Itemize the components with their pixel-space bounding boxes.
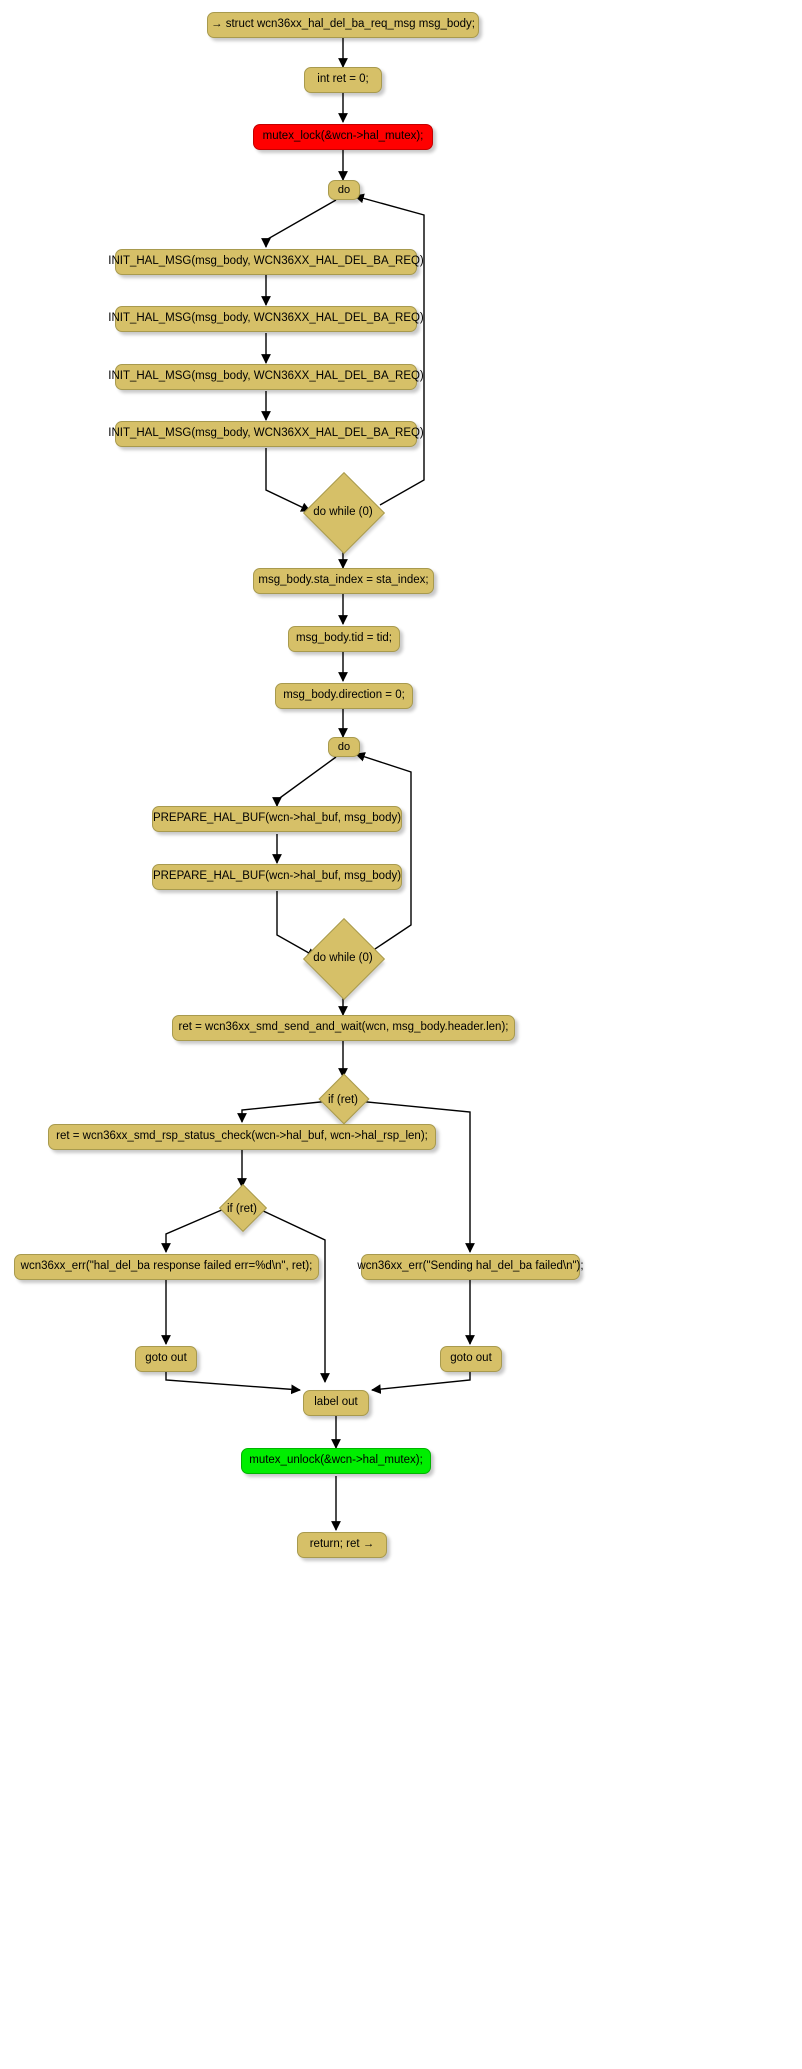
node-label: ret = wcn36xx_smd_send_and_wait(wcn, msg… [178, 1021, 509, 1034]
node-err-response-failed[interactable]: wcn36xx_err("hal_del_ba response failed … [14, 1254, 319, 1280]
node-if-ret-2[interactable]: if (ret) [207, 1183, 277, 1233]
node-smd-send-and-wait[interactable]: ret = wcn36xx_smd_send_and_wait(wcn, msg… [172, 1015, 515, 1041]
node-assign-sta-index[interactable]: msg_body.sta_index = sta_index; [253, 568, 434, 594]
node-goto-out-right[interactable]: goto out [440, 1346, 502, 1372]
node-label: return; ret → [309, 1538, 375, 1551]
node-init-hal-msg-1[interactable]: INIT_HAL_MSG(msg_body, WCN36XX_HAL_DEL_B… [108, 249, 424, 275]
node-label: int ret = 0; [317, 73, 369, 86]
node-do-1[interactable]: do [328, 180, 360, 200]
node-label: do [337, 740, 351, 753]
node-assign-direction[interactable]: msg_body.direction = 0; [275, 683, 413, 709]
node-label: INIT_HAL_MSG(msg_body, WCN36XX_HAL_DEL_B… [108, 370, 424, 383]
node-int-ret[interactable]: int ret = 0; [304, 67, 382, 93]
node-label: wcn36xx_err("hal_del_ba response failed … [20, 1260, 313, 1273]
node-label: do while (0) [313, 952, 373, 964]
node-rsp-status-check[interactable]: ret = wcn36xx_smd_rsp_status_check(wcn->… [48, 1124, 436, 1150]
node-label: mutex_lock(&wcn->hal_mutex); [262, 130, 424, 143]
node-goto-out-left[interactable]: goto out [135, 1346, 197, 1372]
node-label: mutex_unlock(&wcn->hal_mutex); [249, 1454, 423, 1467]
node-mutex-unlock[interactable]: mutex_unlock(&wcn->hal_mutex); [241, 1448, 431, 1474]
node-return-ret[interactable]: return; ret → [297, 1532, 387, 1558]
node-label: msg_body.direction = 0; [283, 689, 405, 702]
node-label: INIT_HAL_MSG(msg_body, WCN36XX_HAL_DEL_B… [108, 427, 424, 440]
node-label: INIT_HAL_MSG(msg_body, WCN36XX_HAL_DEL_B… [108, 255, 424, 268]
node-init-hal-msg-2[interactable]: INIT_HAL_MSG(msg_body, WCN36XX_HAL_DEL_B… [108, 306, 424, 332]
node-label: INIT_HAL_MSG(msg_body, WCN36XX_HAL_DEL_B… [108, 312, 424, 325]
node-label: goto out [450, 1352, 492, 1365]
node-label-out[interactable]: label out [303, 1390, 369, 1416]
node-label: msg_body.tid = tid; [296, 632, 392, 645]
node-label: wcn36xx_err("Sending hal_del_ba failed\n… [357, 1260, 584, 1273]
node-label: PREPARE_HAL_BUF(wcn->hal_buf, msg_body) [152, 870, 402, 883]
node-label: PREPARE_HAL_BUF(wcn->hal_buf, msg_body) [152, 812, 402, 825]
node-decl-msg-body[interactable]: → struct wcn36xx_hal_del_ba_req_msg msg_… [207, 12, 479, 38]
node-err-sending-failed[interactable]: wcn36xx_err("Sending hal_del_ba failed\n… [357, 1254, 584, 1280]
node-label: if (ret) [327, 1094, 359, 1106]
node-label: if (ret) [226, 1203, 258, 1215]
node-mutex-lock[interactable]: mutex_lock(&wcn->hal_mutex); [253, 124, 433, 150]
node-label: label out [314, 1396, 358, 1409]
node-assign-tid[interactable]: msg_body.tid = tid; [288, 626, 400, 652]
node-if-ret-1[interactable]: if (ret) [308, 1073, 378, 1125]
node-init-hal-msg-4[interactable]: INIT_HAL_MSG(msg_body, WCN36XX_HAL_DEL_B… [108, 421, 424, 447]
node-do-2[interactable]: do [328, 737, 360, 757]
node-do-while-1[interactable]: do while (0) [294, 471, 392, 555]
node-label: → struct wcn36xx_hal_del_ba_req_msg msg_… [211, 18, 476, 31]
node-init-hal-msg-3[interactable]: INIT_HAL_MSG(msg_body, WCN36XX_HAL_DEL_B… [108, 364, 424, 390]
node-do-while-2[interactable]: do while (0) [294, 917, 392, 1001]
node-label: do while (0) [313, 506, 373, 518]
node-prepare-hal-buf-1[interactable]: PREPARE_HAL_BUF(wcn->hal_buf, msg_body) [152, 806, 402, 832]
node-label: goto out [145, 1352, 187, 1365]
node-label: msg_body.sta_index = sta_index; [258, 574, 429, 587]
node-label: ret = wcn36xx_smd_rsp_status_check(wcn->… [56, 1130, 428, 1143]
node-label: do [337, 183, 351, 196]
node-prepare-hal-buf-2[interactable]: PREPARE_HAL_BUF(wcn->hal_buf, msg_body) [152, 864, 402, 890]
